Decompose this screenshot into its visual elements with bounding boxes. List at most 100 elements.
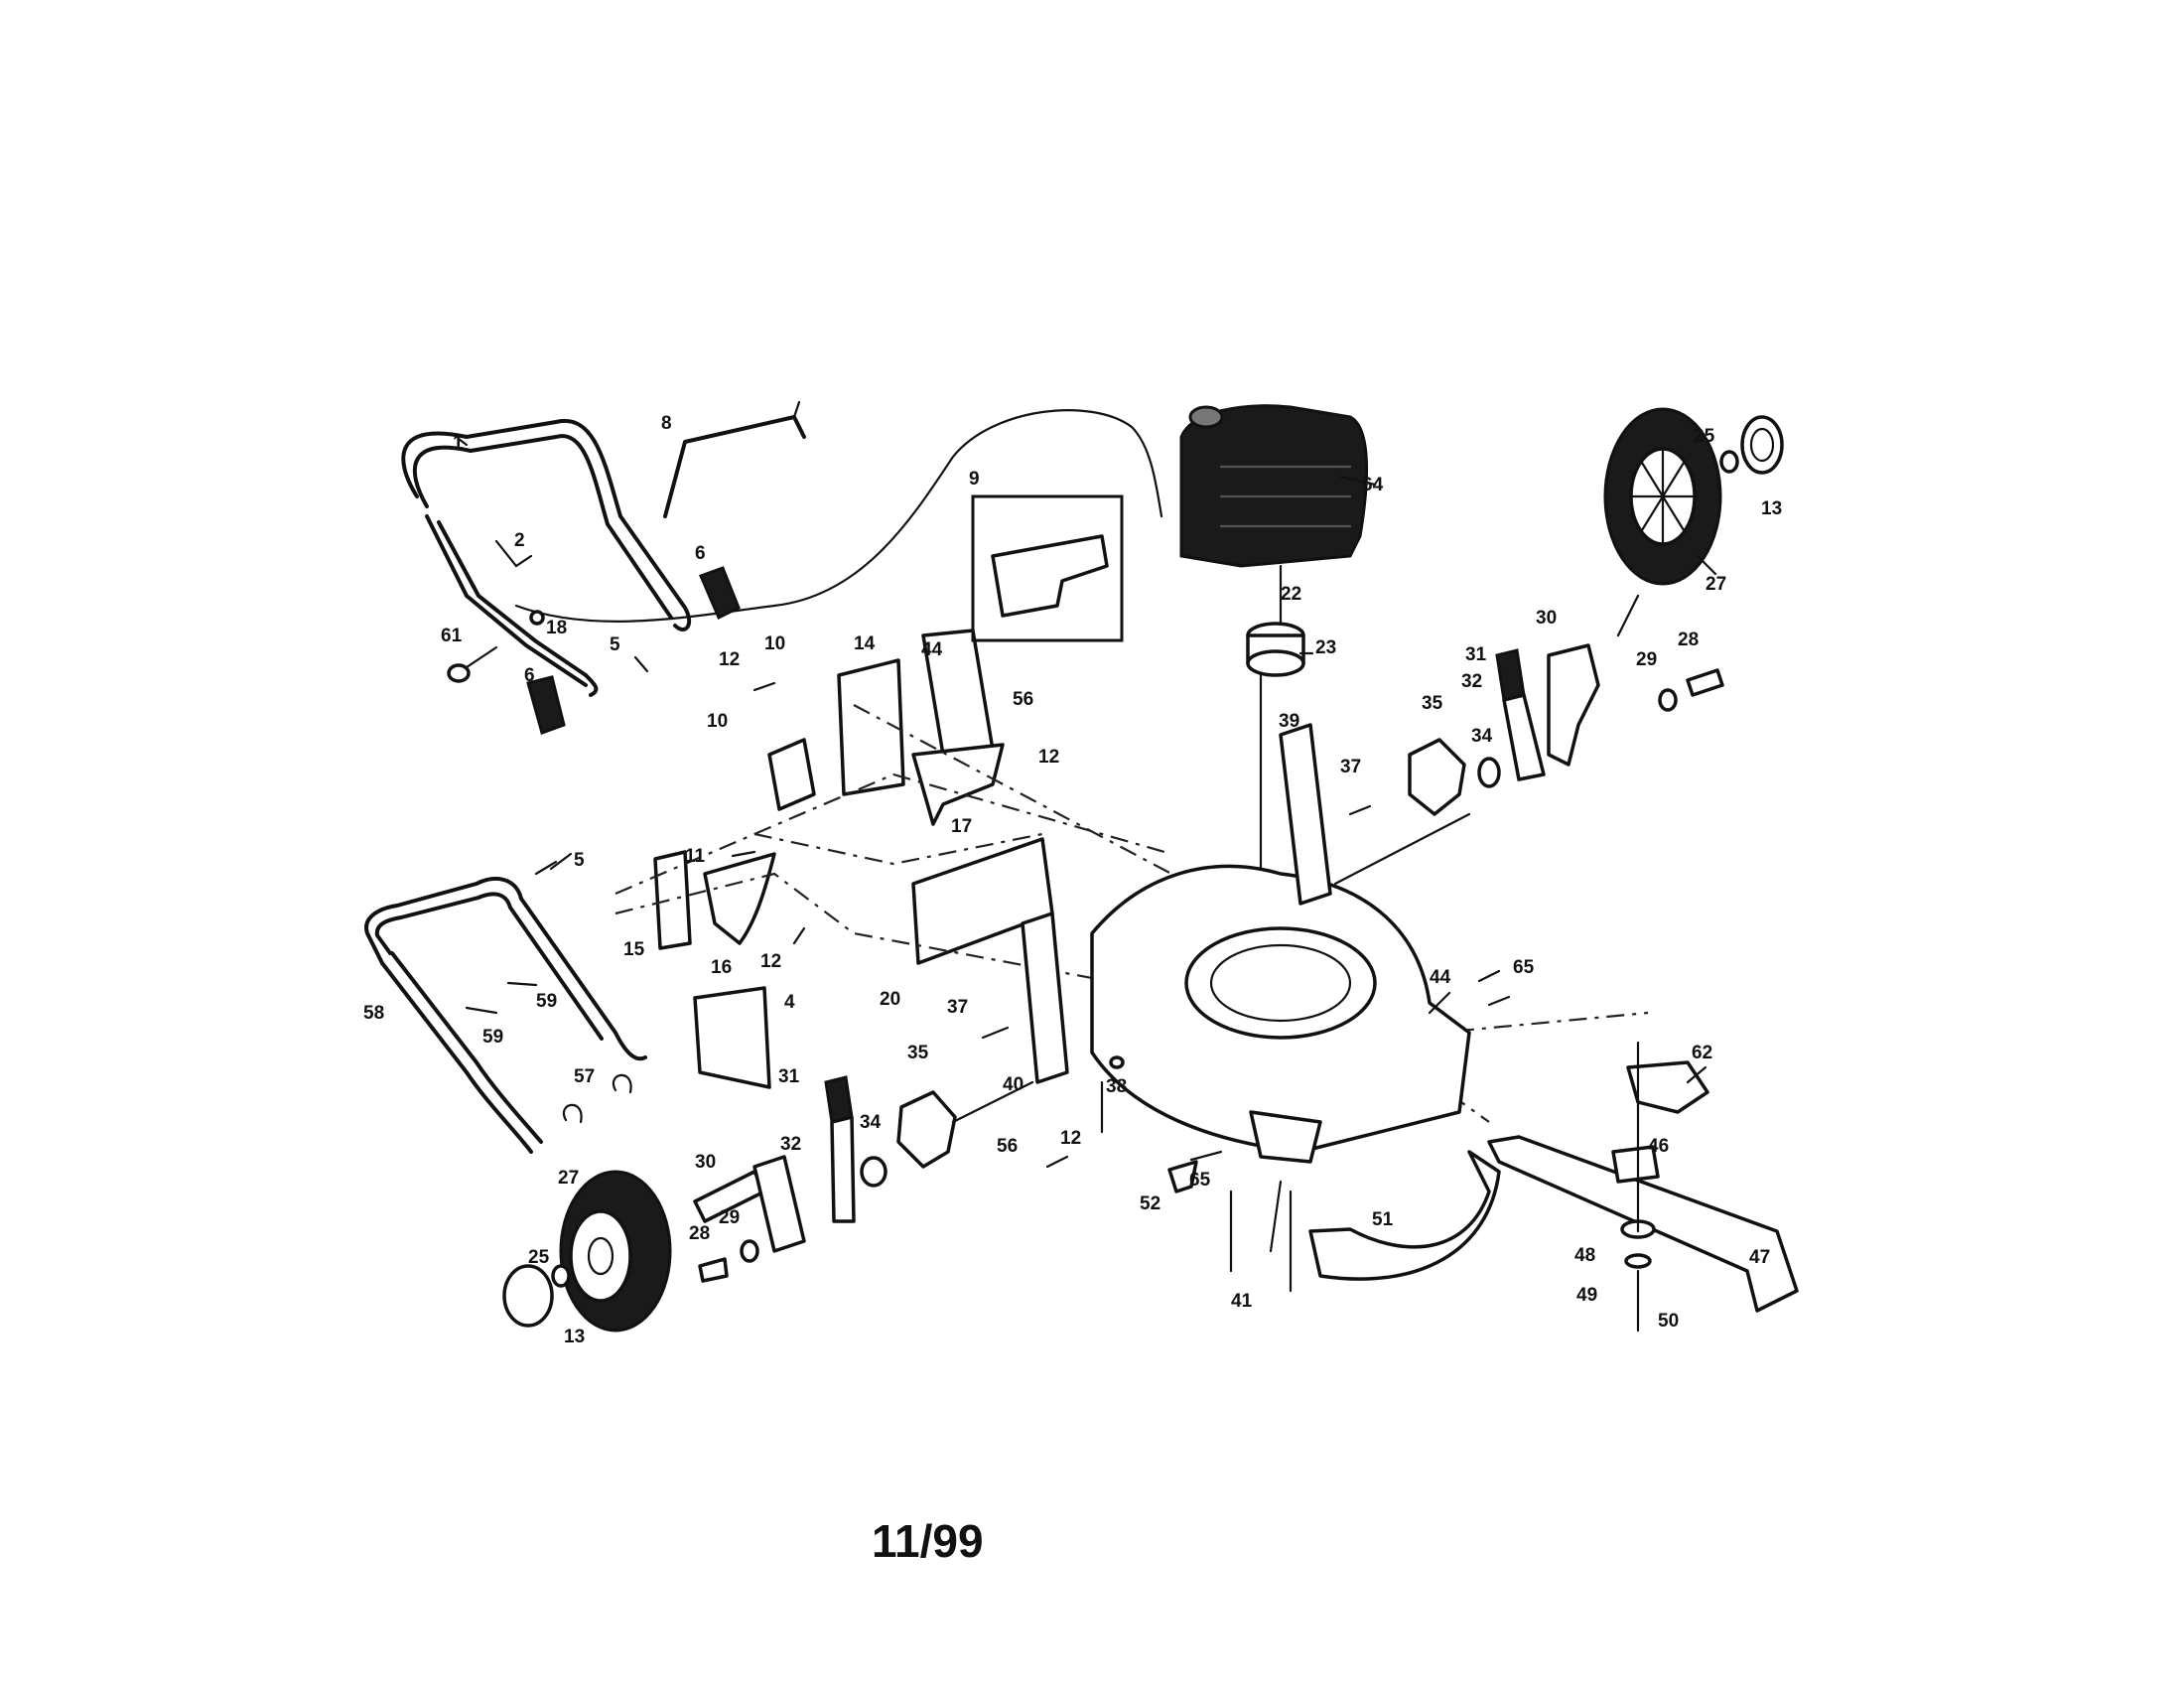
- callout: 27: [1706, 574, 1726, 595]
- screw-11: [731, 850, 756, 858]
- lever-plate-32: [1502, 693, 1546, 781]
- front-wheel-left: [559, 1170, 672, 1333]
- nut-38: [1109, 1055, 1125, 1069]
- handle-knob-lower: [526, 675, 566, 735]
- callout: 50: [1658, 1311, 1679, 1332]
- blade-adapter-46: [1611, 1145, 1660, 1184]
- hairpin-clips: [562, 1073, 632, 1124]
- callout: 13: [564, 1327, 585, 1347]
- callout: 59: [536, 991, 557, 1012]
- spacer-34: [1477, 757, 1501, 788]
- callout: 61: [441, 626, 463, 646]
- callout: 4: [784, 992, 795, 1013]
- callout-labels: 1 2 4 5 5 6 6 8 9 10 10 11 12 12 12 12 1…: [363, 413, 1782, 1347]
- control-bar-end: [792, 400, 801, 419]
- wheel-washer-25: [1719, 450, 1739, 474]
- callout: 20: [880, 989, 900, 1010]
- callout: 12: [1038, 747, 1059, 768]
- callout: 37: [1340, 757, 1361, 777]
- callout: 58: [363, 1003, 384, 1024]
- axle-bracket-left: [752, 1155, 806, 1253]
- axle-bracket-30: [1547, 643, 1600, 767]
- callout: 34: [1471, 726, 1493, 747]
- blade-adapter-62: [1626, 1060, 1709, 1114]
- right-axle-line: [1333, 594, 1640, 886]
- callout: 6: [695, 543, 706, 564]
- bracket-10: [767, 738, 816, 811]
- callout: 6: [524, 665, 535, 686]
- callout: 49: [1576, 1285, 1597, 1306]
- callout: 14: [854, 633, 876, 654]
- callout: 46: [1648, 1136, 1669, 1157]
- bolt-28: [1686, 668, 1724, 697]
- pulley: [1246, 622, 1305, 677]
- callout: 2: [514, 530, 525, 551]
- bracket-16: [703, 852, 776, 945]
- part-52: [1167, 1160, 1198, 1193]
- callout: 22: [1281, 584, 1301, 605]
- callout: 10: [764, 633, 785, 654]
- bracket-17: [911, 743, 1005, 826]
- callout: 41: [1231, 1291, 1253, 1312]
- adjuster-gear-35: [1408, 738, 1466, 816]
- bracket-15: [653, 850, 692, 950]
- date-code: 11/99: [872, 1515, 984, 1567]
- throttle-cable: [514, 409, 1163, 623]
- callout: 57: [574, 1066, 595, 1087]
- callout: 65: [1513, 957, 1535, 978]
- lever-plate-32-left: [830, 1115, 856, 1223]
- callout: 12: [719, 649, 740, 670]
- callout: 10: [707, 711, 728, 732]
- bolts-65: [1189, 969, 1511, 1162]
- callout: 32: [780, 1134, 801, 1155]
- callout: 31: [1465, 644, 1487, 665]
- callout: 35: [1422, 693, 1443, 714]
- callout: 8: [661, 413, 672, 434]
- upper-handle: [401, 418, 692, 697]
- eyebolt: [447, 645, 498, 683]
- callout: 27: [558, 1168, 579, 1189]
- callout: 44: [1430, 967, 1451, 988]
- callout: 56: [997, 1136, 1018, 1157]
- callout: 31: [778, 1066, 800, 1087]
- control-bar: [663, 415, 806, 518]
- callout: 17: [951, 816, 972, 837]
- callout: 23: [1315, 637, 1336, 658]
- callout: 47: [1749, 1247, 1770, 1268]
- callout: 56: [1013, 689, 1033, 710]
- callout: 1: [453, 433, 464, 454]
- callout: 32: [1461, 671, 1482, 692]
- bracket-40: [1021, 912, 1069, 1084]
- cable-clip: [494, 539, 533, 568]
- bracket-39: [1279, 723, 1332, 906]
- lower-handle: [364, 877, 647, 1154]
- wheel-washer-25-left: [551, 1264, 571, 1288]
- handle-bolt-59a: [465, 1006, 498, 1015]
- hubcap-13-left: [502, 1264, 554, 1328]
- callout: 12: [760, 951, 781, 972]
- rear-wheel-right: [1603, 407, 1722, 586]
- callout: 51: [1372, 1209, 1394, 1230]
- baffle-51: [1308, 1150, 1501, 1281]
- callout: 12: [1060, 1128, 1081, 1149]
- nut-18: [529, 610, 545, 626]
- callout: 52: [1140, 1193, 1160, 1214]
- handle-bracket-14: [837, 658, 905, 796]
- callout: 9: [969, 469, 980, 490]
- screw-37: [981, 804, 1372, 1040]
- pin-5-upper: [633, 655, 649, 673]
- callout: 30: [695, 1152, 716, 1173]
- callout: 39: [1279, 711, 1299, 732]
- callout: 16: [711, 957, 732, 978]
- part-9-inset-box: [971, 494, 1124, 642]
- washer-29: [1658, 688, 1678, 712]
- bolts-41: [1229, 1190, 1293, 1293]
- callout: 35: [907, 1043, 929, 1063]
- spacer-34-left: [860, 1156, 887, 1188]
- height-lever-31: [1495, 648, 1526, 702]
- callout: 62: [1692, 1043, 1712, 1063]
- callout: 13: [1761, 498, 1782, 519]
- engine: [1179, 404, 1369, 568]
- height-lever-31-left: [824, 1075, 854, 1124]
